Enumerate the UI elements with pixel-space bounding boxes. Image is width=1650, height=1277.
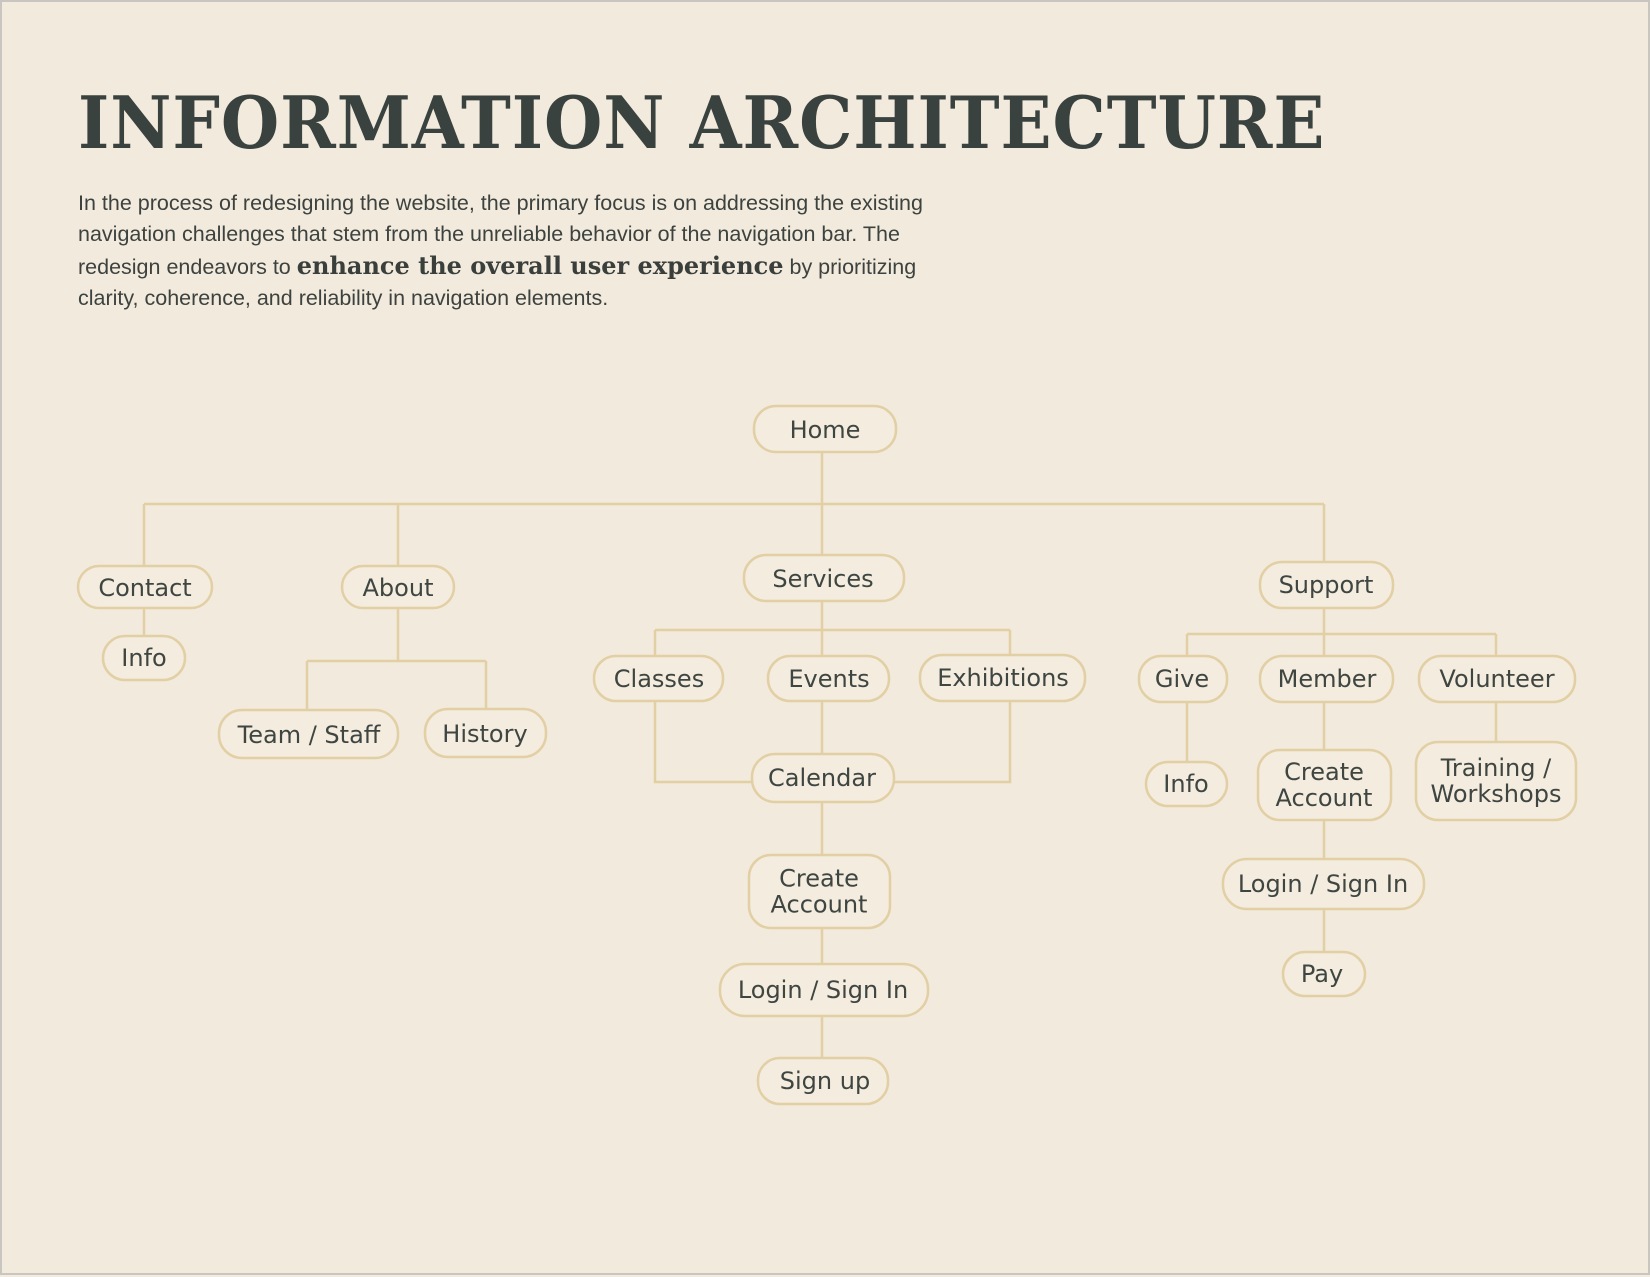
- node-home: Home: [752, 404, 898, 454]
- node-contact-info-label: Info: [121, 644, 166, 672]
- node-give-info: Info: [1144, 760, 1229, 808]
- node-give-label: Give: [1155, 665, 1209, 693]
- node-history-label: History: [442, 720, 527, 748]
- node-member-login: Login / Sign In: [1221, 857, 1426, 911]
- node-sign-up: Sign up: [756, 1056, 890, 1106]
- intro-text-2: by prioritizing clarity, coherence, and …: [78, 255, 917, 310]
- node-member-login-label: Login / Sign In: [1238, 870, 1408, 898]
- node-member: Member: [1258, 654, 1395, 704]
- node-team-staff: Team / Staff: [217, 708, 400, 760]
- node-services: Services: [742, 553, 906, 603]
- node-services-login-label: Login / Sign In: [738, 976, 908, 1004]
- intro-text-1: In the process of redesigning the websit…: [78, 191, 923, 279]
- node-contact-label: Contact: [98, 574, 191, 602]
- node-pay-label: Pay: [1301, 960, 1343, 988]
- node-about: About: [340, 564, 456, 610]
- node-team-staff-label: Team / Staff: [237, 721, 381, 749]
- node-calendar: Calendar: [750, 752, 896, 804]
- node-calendar-label: Calendar: [768, 764, 876, 792]
- node-events-label: Events: [788, 665, 869, 693]
- node-training-workshops: Training /Workshops: [1414, 740, 1578, 822]
- node-history: History: [423, 707, 548, 759]
- node-services-login: Login / Sign In: [718, 962, 930, 1018]
- link-classes-calendar: [653, 701, 752, 784]
- node-services-label: Services: [772, 565, 873, 593]
- link-exhibitions-calendar: [894, 701, 1012, 784]
- node-give: Give: [1137, 654, 1229, 704]
- sitemap-nodes: Home Contact Info About Team / Staff His…: [76, 404, 1578, 1106]
- node-classes: Classes: [592, 654, 725, 703]
- node-classes-label: Classes: [614, 665, 704, 693]
- intro-paragraph: In the process of redesigning the websit…: [78, 188, 958, 314]
- node-contact: Contact: [76, 564, 214, 610]
- page-title: INFORMATION ARCHITECTURE: [78, 80, 1326, 165]
- connector-lines: [142, 452, 1498, 1058]
- node-events: Events: [766, 654, 891, 703]
- node-exhibitions-label: Exhibitions: [937, 664, 1069, 692]
- node-member-label: Member: [1278, 665, 1377, 693]
- node-home-label: Home: [790, 416, 861, 444]
- node-volunteer: Volunteer: [1417, 654, 1577, 704]
- node-support: Support: [1258, 560, 1395, 610]
- node-volunteer-label: Volunteer: [1439, 665, 1554, 693]
- node-pay: Pay: [1281, 950, 1367, 998]
- node-give-info-label: Info: [1163, 770, 1208, 798]
- node-exhibitions: Exhibitions: [918, 653, 1087, 703]
- node-sign-up-label: Sign up: [780, 1067, 870, 1095]
- node-about-label: About: [363, 574, 434, 602]
- node-training-workshops-label: Training /Workshops: [1431, 754, 1562, 808]
- node-support-label: Support: [1279, 571, 1374, 599]
- node-contact-info: Info: [101, 634, 187, 682]
- intro-emphasis: enhance the overall user experience: [296, 251, 784, 280]
